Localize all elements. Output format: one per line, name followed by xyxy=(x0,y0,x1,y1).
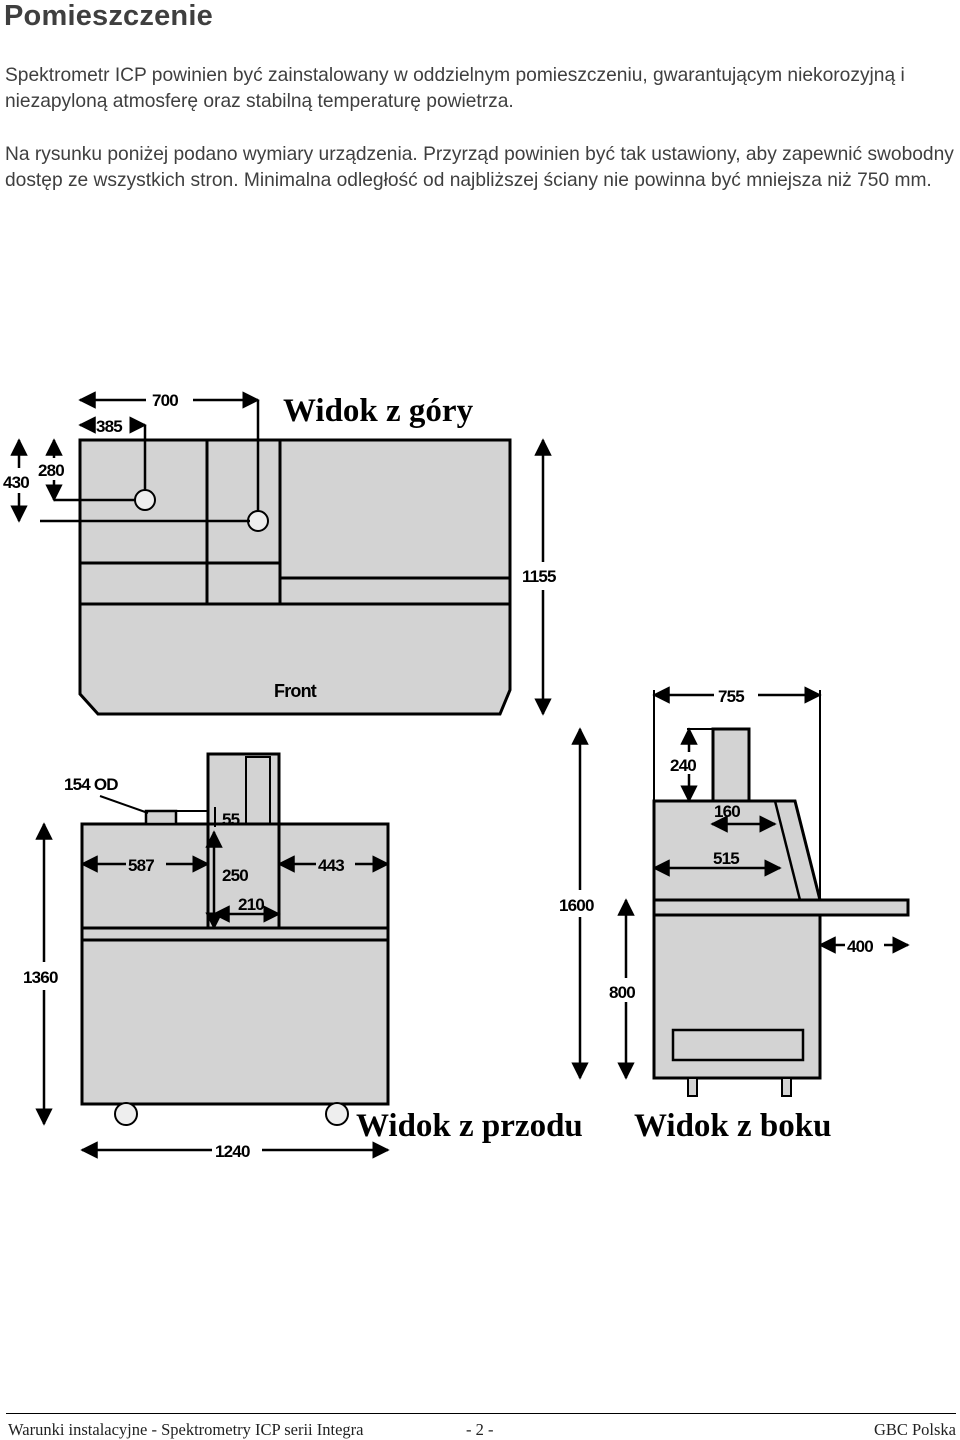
side-tower xyxy=(711,727,751,803)
dim-160: 160 xyxy=(714,802,740,821)
front-view: 154 OD 55 587 443 250 210 1360 1240 Wido… xyxy=(23,752,583,1161)
dim-587: 587 xyxy=(128,856,154,875)
paragraph-dimensions: Na rysunku poniżej podano wymiary urządz… xyxy=(5,144,954,191)
dim-430: 430 xyxy=(3,473,29,492)
top-view: 700 385 430 280 1155 Front Widok z góry xyxy=(3,391,557,716)
dim-250: 250 xyxy=(222,866,248,885)
dim-800: 800 xyxy=(609,983,635,1002)
dimension-drawing: 700 385 430 280 1155 Front Widok z góry xyxy=(3,391,910,1161)
section-title: Pomieszczenie xyxy=(4,0,213,32)
side-tray xyxy=(652,898,910,917)
paragraph-room-requirements: Spektrometr ICP powinien być zainstalowa… xyxy=(5,65,905,112)
footer-document-title: Warunki instalacyjne - Spektrometry ICP … xyxy=(8,1420,364,1439)
dim-700: 700 xyxy=(152,391,178,410)
dim-385: 385 xyxy=(96,417,122,436)
footer-page-number: - 2 - xyxy=(466,1420,494,1439)
dim-280: 280 xyxy=(38,461,64,480)
front-lower-body xyxy=(80,926,390,1106)
dim-1600: 1600 xyxy=(559,896,594,915)
top-view-title: Widok z góry xyxy=(283,393,474,429)
dim-55: 55 xyxy=(222,810,240,829)
front-label: Front xyxy=(274,681,317,701)
side-drawer xyxy=(671,1028,805,1062)
wheel-right-icon xyxy=(325,1102,349,1126)
footer-company: GBC Polska xyxy=(873,1420,956,1439)
dim-154-od: 154 OD xyxy=(64,775,118,794)
dim-1360: 1360 xyxy=(23,968,58,987)
dim-1155: 1155 xyxy=(522,567,556,586)
dim-240: 240 xyxy=(670,756,696,775)
dim-210: 210 xyxy=(238,895,264,914)
dim-1240: 1240 xyxy=(215,1142,250,1161)
port-2-icon xyxy=(247,510,269,532)
side-view-title: Widok z boku xyxy=(634,1108,831,1144)
dim-755: 755 xyxy=(718,687,744,706)
page-footer: Warunki instalacyjne - Spektrometry ICP … xyxy=(6,1413,956,1439)
dim-443: 443 xyxy=(318,856,344,875)
dim-515: 515 xyxy=(713,849,739,868)
wheel-left-icon xyxy=(114,1102,138,1126)
dim-400: 400 xyxy=(847,937,873,956)
port-1-icon xyxy=(134,489,156,511)
side-view: 755 240 160 515 1600 800 400 Widok z bok… xyxy=(559,686,910,1144)
front-view-title: Widok z przodu xyxy=(356,1108,583,1144)
front-port xyxy=(144,809,178,826)
